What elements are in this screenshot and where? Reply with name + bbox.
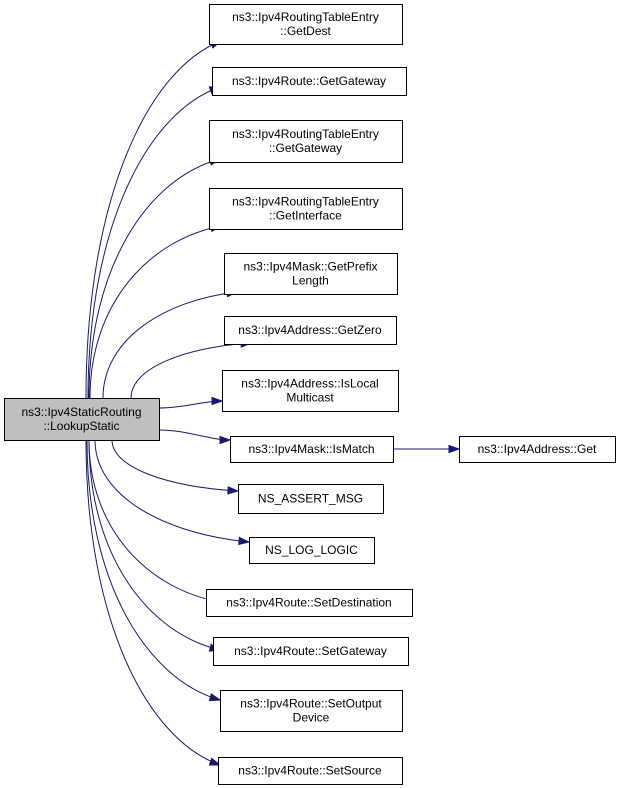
edge-line	[89, 225, 222, 399]
callee-function-node[interactable]: NS_LOG_LOGIC	[249, 537, 375, 564]
node-box[interactable]	[220, 690, 403, 732]
edge-line	[158, 429, 231, 441]
node-label: ns3::Ipv4RoutingTableEntry	[232, 127, 379, 141]
edge-line	[85, 439, 221, 766]
edge-line	[87, 86, 221, 399]
node-box[interactable]	[4, 398, 160, 441]
node-label: Multicast	[286, 391, 334, 405]
node-label: NS_LOG_LOGIC	[265, 543, 358, 557]
callee-function-node[interactable]: NS_ASSERT_MSG	[238, 484, 384, 514]
node-label: ::GetInterface	[269, 209, 342, 223]
node-box[interactable]	[212, 67, 407, 96]
edge-line	[102, 291, 238, 399]
call-edge	[85, 439, 222, 766]
call-edge	[111, 439, 240, 495]
node-label: ns3::Ipv4Route::SetOutput	[240, 697, 382, 711]
node-label: ::GetGateway	[269, 141, 342, 155]
node-label: ns3::Ipv4StaticRouting	[21, 405, 141, 419]
node-label: ns3::Ipv4Address::Get	[478, 442, 597, 456]
node-label: ns3::Ipv4Mask::GetPrefix	[243, 260, 377, 274]
node-label: ns3::Ipv4RoutingTableEntry	[232, 195, 379, 209]
arrowhead-icon	[208, 757, 222, 766]
call-edge	[85, 40, 223, 399]
call-edge	[86, 439, 222, 702]
callee-function-node[interactable]: ns3::Ipv4RoutingTableEntry::GetGateway	[209, 120, 403, 163]
call-edge	[87, 86, 222, 399]
node-box[interactable]	[459, 436, 616, 463]
edge-line	[88, 158, 221, 399]
arrowhead-icon	[227, 486, 240, 495]
node-label: Device	[293, 711, 330, 725]
call-edge	[88, 439, 222, 605]
arrowhead-icon	[208, 693, 222, 702]
call-edge	[89, 223, 223, 399]
call-edge	[158, 429, 232, 445]
callee-function-node[interactable]: ns3::Ipv4Route::SetDestination	[206, 589, 413, 617]
callee-function-node[interactable]: ns3::Ipv4Mask::IsMatch	[230, 436, 394, 463]
node-label: ::GetDest	[280, 24, 331, 38]
nested-callee-node[interactable]: ns3::Ipv4Address::Get	[459, 436, 616, 463]
callee-function-node[interactable]: ns3::Ipv4Route::SetSource	[218, 757, 403, 785]
edge-line	[130, 342, 252, 399]
edge-line	[88, 439, 221, 651]
node-label: Length	[292, 274, 329, 288]
node-label: ns3::Ipv4Address::IsLocal	[241, 377, 378, 391]
node-label: ns3::Ipv4Route::SetDestination	[226, 596, 391, 610]
callee-function-node[interactable]: ns3::Ipv4Route::GetGateway	[212, 67, 407, 96]
call-edge	[393, 444, 461, 454]
node-label: ns3::Ipv4Mask::IsMatch	[248, 442, 374, 456]
node-label: ns3::Ipv4Route::GetGateway	[232, 74, 386, 88]
call-edge	[102, 289, 239, 399]
node-box[interactable]	[230, 436, 394, 463]
edge-line	[88, 439, 221, 603]
node-box[interactable]	[213, 637, 409, 666]
arrowhead-icon	[238, 536, 251, 546]
arrowhead-icon	[211, 396, 224, 406]
root-function-node[interactable]: ns3::Ipv4StaticRouting::LookupStatic	[4, 398, 160, 441]
arrowhead-icon	[219, 435, 232, 445]
node-label: ns3::Ipv4Route::SetSource	[238, 764, 382, 778]
node-box[interactable]	[249, 537, 375, 564]
node-box[interactable]	[218, 757, 403, 785]
edge-line	[85, 40, 222, 399]
callee-function-node[interactable]: ns3::Ipv4RoutingTableEntry::GetInterface	[209, 188, 403, 230]
node-box[interactable]	[222, 370, 399, 412]
call-edge	[158, 396, 224, 409]
node-box[interactable]	[209, 4, 403, 45]
callee-function-node[interactable]: ns3::Ipv4Address::GetZero	[224, 316, 397, 345]
node-box[interactable]	[224, 316, 397, 345]
node-box[interactable]	[238, 484, 384, 514]
node-label: NS_ASSERT_MSG	[258, 492, 363, 506]
node-box[interactable]	[209, 188, 403, 230]
node-label: ns3::Ipv4Route::SetGateway	[234, 644, 387, 658]
node-box[interactable]	[206, 589, 413, 617]
edge-line	[86, 439, 221, 701]
node-label: ::LookupStatic	[43, 419, 119, 433]
edge-line	[111, 439, 239, 492]
call-edge	[88, 157, 222, 399]
node-label: ns3::Ipv4RoutingTableEntry	[232, 10, 379, 24]
call-edge	[94, 439, 251, 546]
call-edge	[88, 439, 222, 652]
node-label: ns3::Ipv4Address::GetZero	[238, 323, 382, 337]
callee-function-node[interactable]: ns3::Ipv4Route::SetGateway	[213, 637, 409, 666]
callee-function-node[interactable]: ns3::Ipv4RoutingTableEntry::GetDest	[209, 4, 403, 45]
node-box[interactable]	[224, 253, 398, 295]
node-box[interactable]	[209, 120, 403, 163]
arrowhead-icon	[448, 444, 461, 454]
edge-line	[94, 439, 250, 543]
